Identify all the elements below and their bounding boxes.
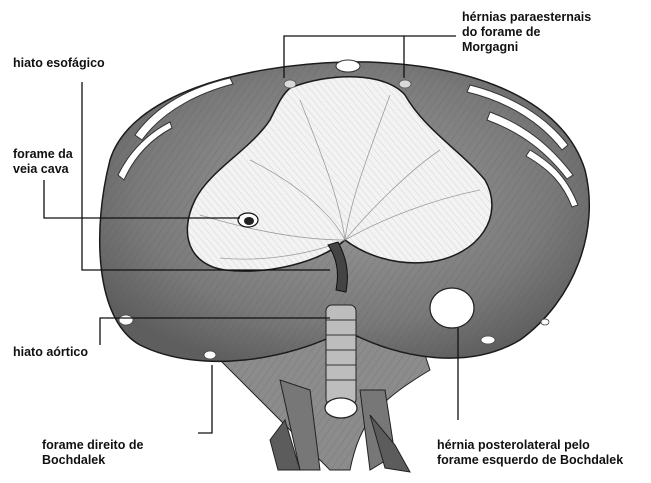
label-forame-veia-cava: forame da veia cava bbox=[13, 147, 73, 177]
label-hiato-esofagico: hiato esofágico bbox=[13, 56, 105, 71]
vena-cava-foramen bbox=[238, 213, 258, 227]
label-hernias-paraesternais: hérnias paraesternais do forame de Morga… bbox=[462, 10, 591, 55]
aorta-vertebrae bbox=[325, 305, 357, 418]
label-hiato-aortico: hiato aórtico bbox=[13, 345, 88, 360]
left-bochdalek-hernia bbox=[430, 288, 474, 328]
label-forame-direito-bochdalek: forame direito de Bochdalek bbox=[42, 438, 143, 468]
label-hernia-posterolateral: hérnia posterolateral pelo forame esquer… bbox=[437, 438, 623, 468]
